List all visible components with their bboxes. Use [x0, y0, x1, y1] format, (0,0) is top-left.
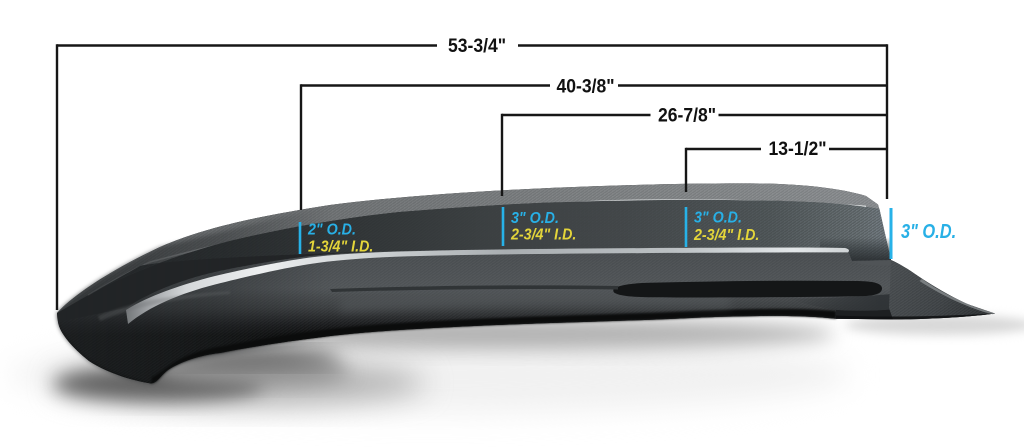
- svg-text:13-1/2": 13-1/2": [768, 137, 826, 159]
- svg-text:2" O.D.: 2" O.D.: [307, 222, 356, 239]
- svg-text:3" O.D.: 3" O.D.: [901, 219, 956, 242]
- svg-text:1-3/4" I.D.: 1-3/4" I.D.: [308, 239, 373, 256]
- svg-text:40-3/8": 40-3/8": [556, 75, 614, 97]
- svg-text:2-3/4" I.D.: 2-3/4" I.D.: [693, 228, 759, 245]
- svg-text:3" O.D.: 3" O.D.: [694, 210, 742, 227]
- svg-text:26-7/8": 26-7/8": [658, 104, 716, 126]
- svg-text:3" O.D.: 3" O.D.: [511, 211, 559, 228]
- svg-text:2-3/4" I.D.: 2-3/4" I.D.: [510, 227, 576, 244]
- svg-text:53-3/4": 53-3/4": [448, 34, 506, 56]
